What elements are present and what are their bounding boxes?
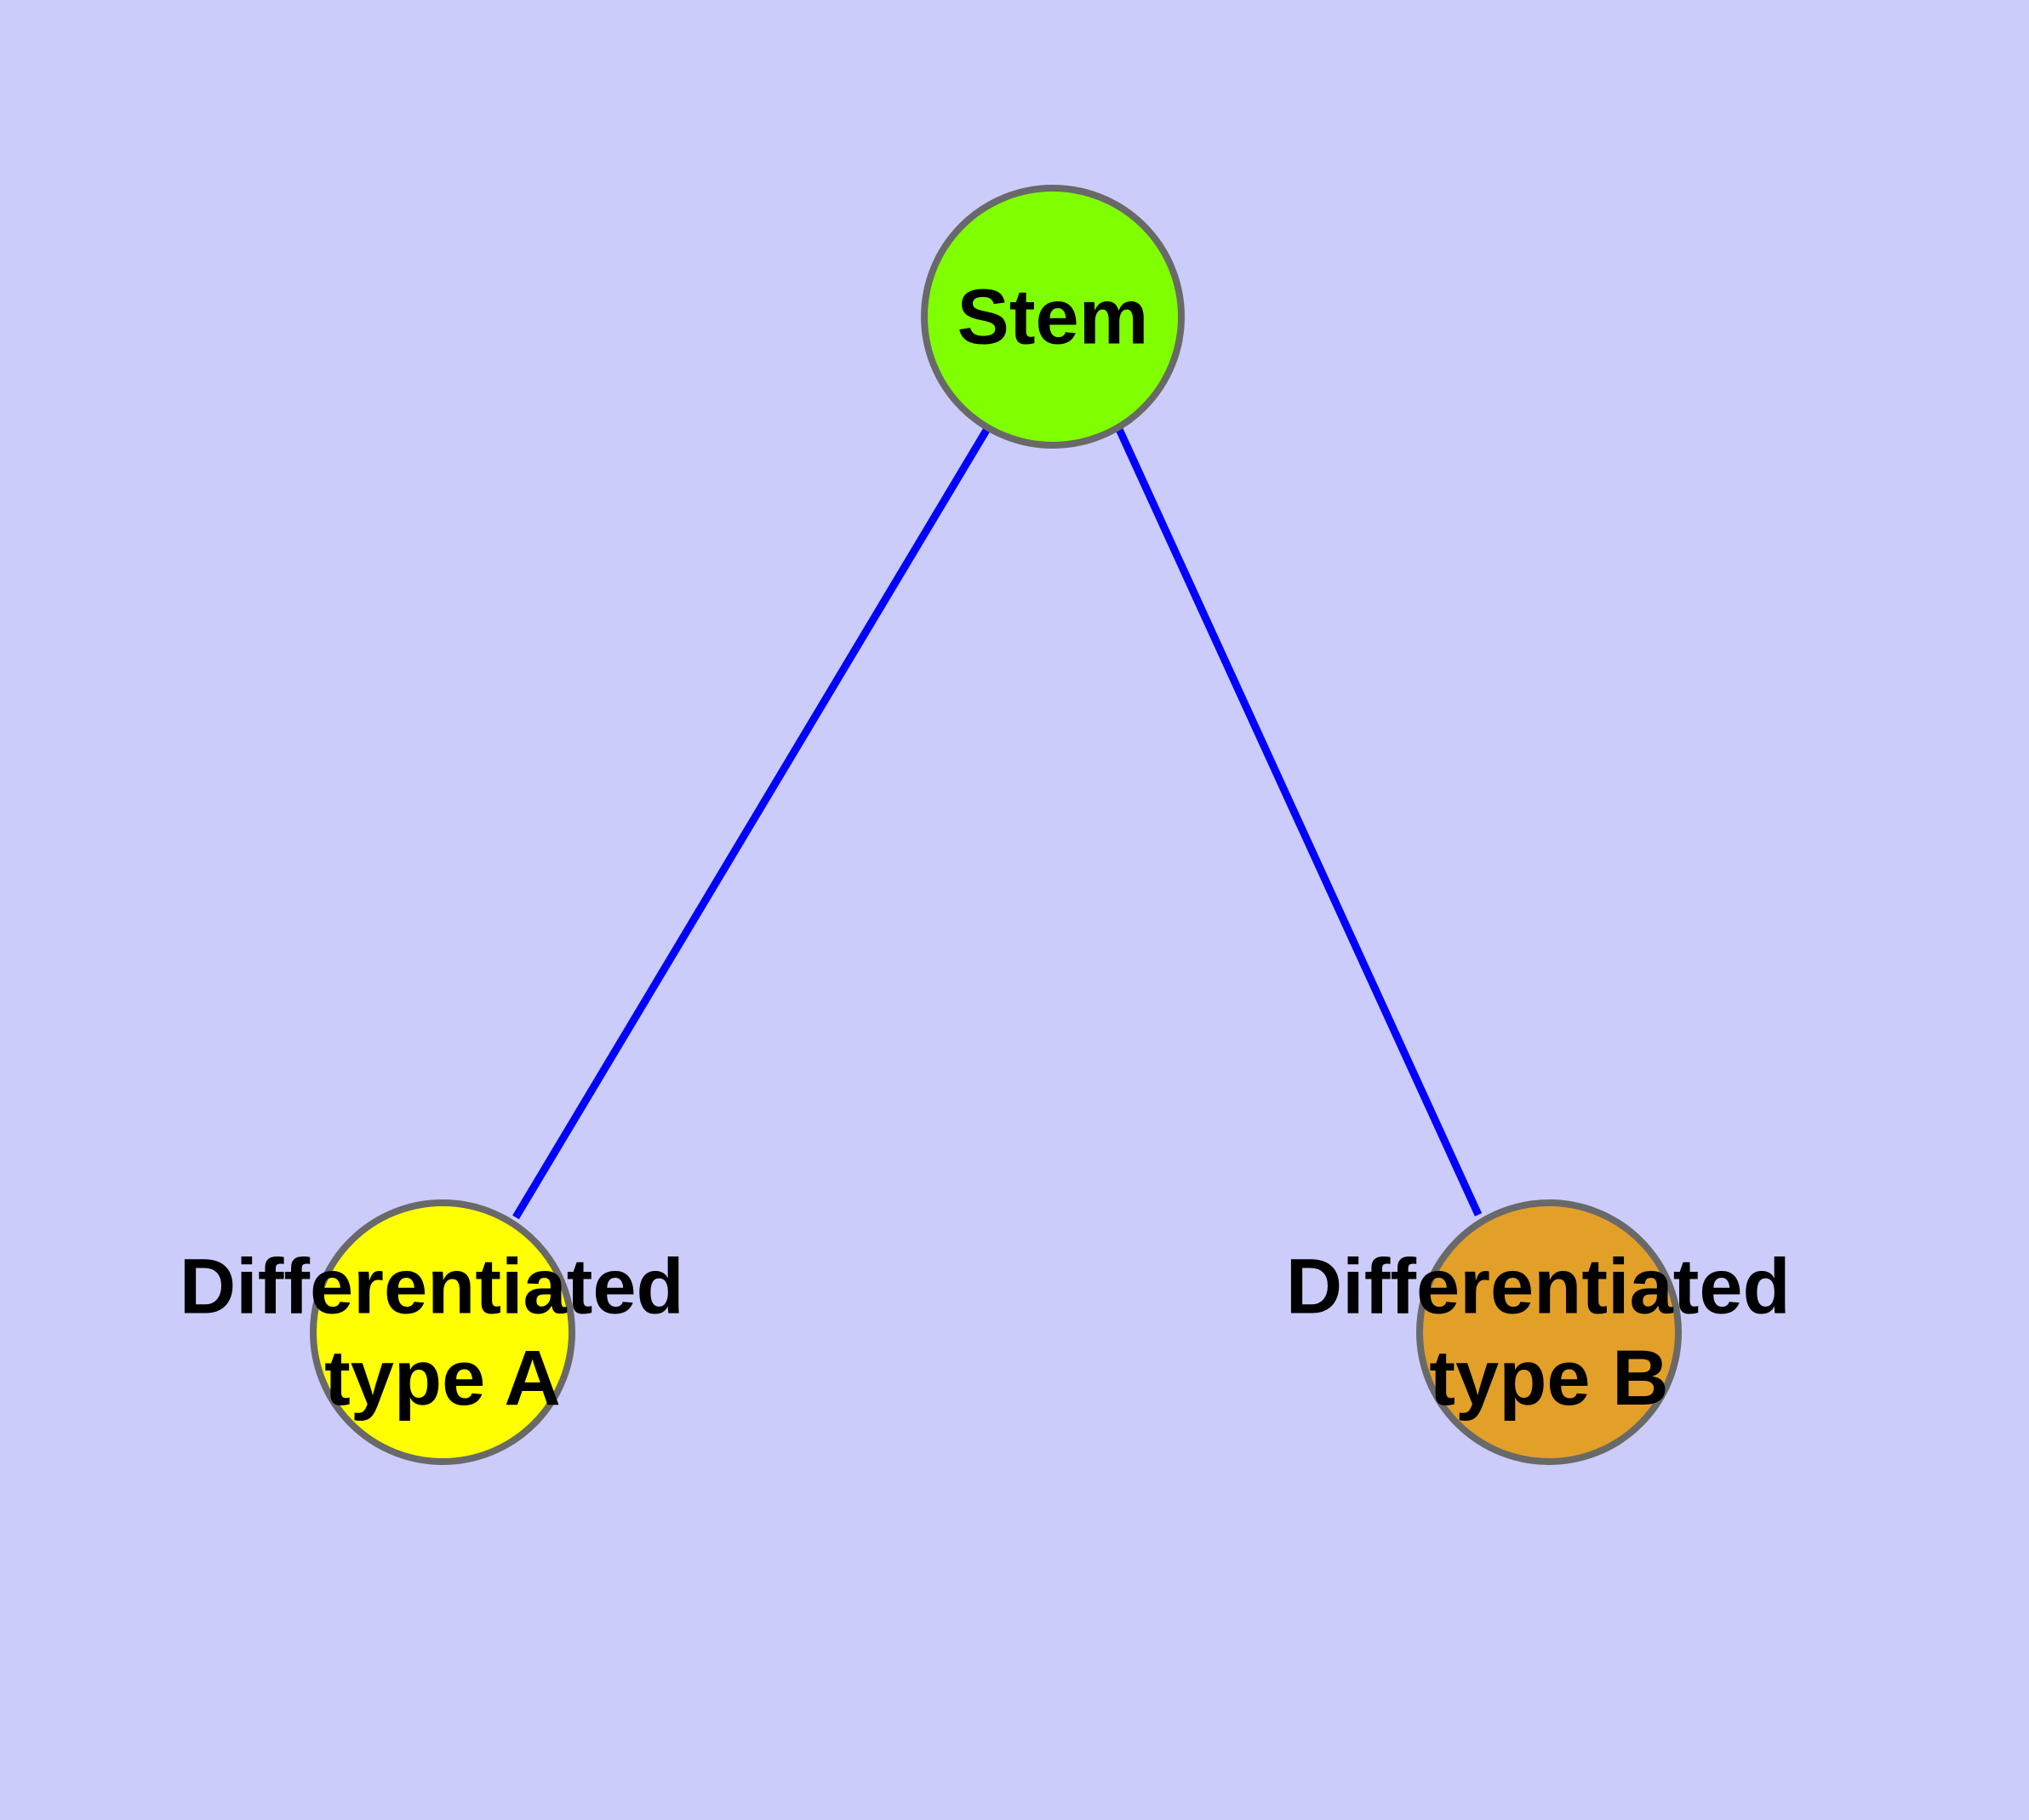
- node-stem-label: Stem: [957, 273, 1149, 360]
- node-differentiated-type-a-label-line-2: type A: [324, 1335, 561, 1422]
- node-stem-circle[interactable]: [921, 185, 1185, 449]
- node-differentiated-type-a-label-line-1: Differentiated: [180, 1243, 684, 1330]
- node-differentiated-type-b-circle[interactable]: [1416, 1199, 1682, 1465]
- node-differentiated-type-a-circle[interactable]: [310, 1199, 575, 1465]
- node-group: Stem Differentiated type A Differentiate…: [180, 185, 1813, 1465]
- node-differentiated-type-a-label: Differentiated type A: [180, 1243, 706, 1422]
- node-stem-label-line-1: Stem: [957, 273, 1149, 360]
- edge-stem-to-differentiated-type-a[interactable]: [512, 425, 992, 1220]
- edge-group: [512, 425, 1483, 1220]
- node-stem[interactable]: Stem: [921, 185, 1185, 449]
- node-differentiated-type-b-label-line-2: type B: [1429, 1335, 1668, 1422]
- node-differentiated-type-b-label-line-1: Differentiated: [1286, 1243, 1791, 1330]
- edge-stem-to-differentiated-type-b[interactable]: [1114, 426, 1483, 1216]
- node-differentiated-type-b-label: Differentiated type B: [1286, 1243, 1813, 1422]
- node-differentiated-type-a[interactable]: Differentiated type A: [180, 1199, 706, 1465]
- node-differentiated-type-b[interactable]: Differentiated type B: [1286, 1199, 1813, 1465]
